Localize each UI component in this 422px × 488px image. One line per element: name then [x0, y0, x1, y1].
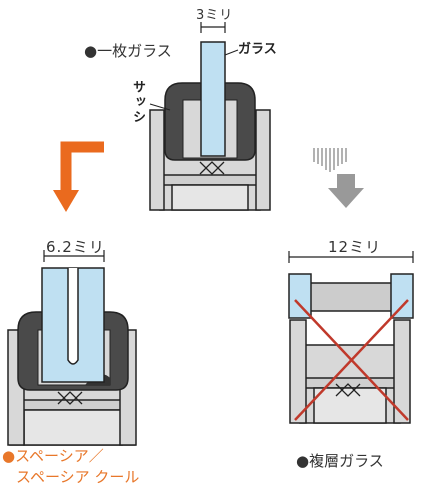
left-spacer — [57, 391, 83, 405]
single-glass-title: ●一枚ガラス — [84, 42, 172, 60]
right-spacer — [335, 383, 361, 397]
double-glass-figure — [288, 251, 414, 424]
double-glass-caption: ●複層ガラス — [296, 452, 384, 470]
spacia-caption-line2: スペーシア クール — [16, 468, 140, 486]
orange-arrow — [53, 141, 104, 212]
right-glass-pane-outer — [288, 273, 312, 319]
spacia-vacuum-gap — [67, 268, 79, 365]
top-dimension-label: 3ミリ — [196, 8, 234, 23]
spacia-figure — [7, 250, 137, 446]
right-dimension-label: 12ミリ — [328, 238, 382, 256]
single-glass-figure — [149, 22, 271, 211]
left-dimension-line — [43, 250, 105, 262]
top-spacer — [199, 161, 225, 175]
right-dimension-line — [288, 251, 414, 263]
left-dimension-label: 6.2ミリ — [46, 238, 105, 256]
red-cross-mark — [294, 299, 409, 421]
glass-label: ガラス — [238, 42, 277, 57]
spacia-caption-line1: ●スペーシア／ — [2, 447, 104, 465]
sash-leader — [149, 103, 171, 111]
sash-label: サッシ — [130, 80, 145, 125]
right-glass-pane-inner — [390, 273, 414, 319]
top-dimension-line — [200, 22, 226, 33]
glass-leader — [224, 49, 239, 56]
top-glass-pane — [200, 41, 226, 157]
right-air-spacer — [309, 282, 395, 312]
gray-arrow — [313, 148, 364, 208]
